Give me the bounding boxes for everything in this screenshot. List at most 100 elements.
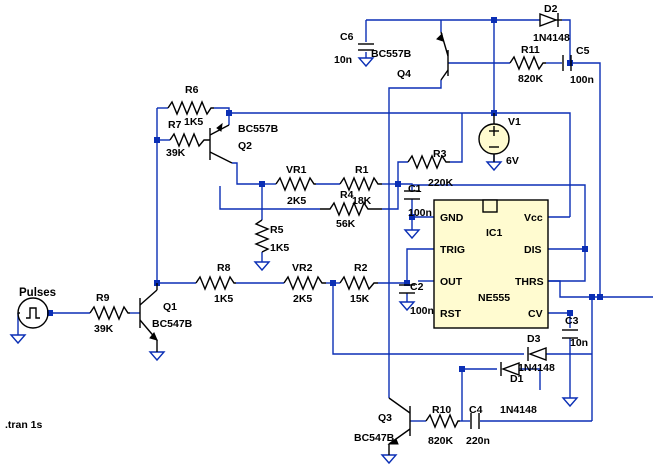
ground-symbols — [9, 57, 579, 465]
wire — [572, 62, 601, 299]
label-c3-ref: C3 — [565, 315, 579, 327]
label-pin-rst: RST — [440, 308, 462, 320]
junction-dot — [582, 246, 588, 252]
wire — [397, 161, 408, 184]
label-pin-dis: DIS — [524, 244, 542, 256]
label-q3-value: BC547B — [354, 432, 395, 444]
diode-d2 — [539, 12, 562, 28]
label-r6-value: 1K5 — [184, 116, 203, 128]
ground-icon — [253, 261, 271, 272]
label-ic1-ref: IC1 — [486, 227, 503, 239]
resistor-r10 — [425, 413, 460, 429]
resistor-r9 — [89, 305, 130, 321]
label-c2-ref: C2 — [410, 281, 424, 293]
label-d3-ref: D3 — [527, 333, 541, 345]
junction-dot — [459, 366, 465, 372]
wire — [519, 368, 541, 390]
label-pin-vcc: Vcc — [524, 212, 543, 224]
transistor-q2 — [209, 122, 233, 164]
ic-body — [433, 199, 549, 329]
label-c4-value: 220n — [466, 435, 490, 447]
transistor-q1 — [139, 283, 158, 352]
wire — [494, 112, 571, 217]
junction-dot — [404, 280, 410, 286]
ground-icon — [403, 229, 421, 240]
label-pin-gnd: GND — [440, 212, 464, 224]
battery-v1 — [478, 113, 510, 162]
resistor-r2 — [339, 275, 378, 291]
ground-icon — [485, 161, 503, 172]
junction-dot — [259, 181, 265, 187]
resistor-r4 — [320, 201, 382, 217]
junction-dot — [47, 310, 53, 316]
wire — [548, 280, 653, 298]
capacitor-c4 — [470, 413, 480, 429]
label-q3-ref: Q3 — [378, 412, 392, 424]
label-r5-ref: R5 — [270, 224, 284, 236]
capacitor-c5 — [562, 55, 572, 71]
label-r7-value: 39K — [166, 147, 186, 159]
wire — [332, 283, 524, 355]
transistor-q4 — [436, 31, 449, 81]
spice-directive: .tran 1s — [5, 419, 43, 431]
junction-dot — [395, 181, 401, 187]
label-r2-ref: R2 — [354, 262, 368, 274]
transistor-q3 — [387, 397, 411, 455]
label-r8-value: 1K5 — [214, 293, 233, 305]
label-pin-thrs: THRS — [515, 276, 544, 288]
label-d1-value: 1N4148 — [500, 404, 537, 416]
junction-dot — [491, 17, 497, 23]
label-q4-value: BC557B — [371, 48, 412, 60]
diode-d3 — [527, 346, 547, 362]
label-c5-value: 100n — [570, 74, 594, 86]
capacitor-c1 — [404, 190, 420, 200]
label-r3-ref: R3 — [433, 148, 447, 160]
label-d1-ref: D1 — [510, 373, 524, 385]
junction-dot — [330, 280, 336, 286]
label-r11-value: 820K — [518, 73, 544, 85]
label-q4-ref: Q4 — [397, 68, 411, 80]
label-c5-ref: C5 — [576, 45, 590, 57]
label-c2-value: 100n — [410, 305, 434, 317]
pulse-source — [17, 297, 49, 329]
ic-notch — [482, 199, 498, 213]
label-v1-ref: V1 — [508, 116, 521, 128]
wire — [548, 249, 586, 282]
wire — [232, 162, 262, 185]
label-r4-ref: R4 — [340, 189, 354, 201]
ground-icon — [561, 397, 579, 408]
label-c6-ref: C6 — [340, 31, 354, 43]
label-d2-value: 1N4148 — [533, 32, 570, 44]
resistor-r3 — [407, 154, 450, 170]
label-q2-ref: Q2 — [238, 140, 252, 152]
label-c1-ref: C1 — [408, 183, 422, 195]
label-vr2-ref: VR2 — [292, 262, 313, 274]
label-ic1-value: NE555 — [478, 292, 510, 304]
label-r10-ref: R10 — [432, 404, 451, 416]
label-pin-cv: CV — [528, 308, 543, 320]
label-r5-value: 1K5 — [270, 242, 289, 254]
label-r8-ref: R8 — [217, 262, 231, 274]
wire — [382, 184, 399, 210]
resistor-r8 — [195, 275, 236, 291]
capacitor-c3 — [562, 329, 578, 339]
junction-dot — [597, 294, 603, 300]
label-q1-value: BC547B — [152, 318, 193, 330]
capacitor-c2 — [399, 284, 415, 294]
ground-icon — [380, 454, 398, 465]
wires — [17, 19, 653, 422]
junction-dot — [567, 310, 573, 316]
label-r1-ref: R1 — [355, 164, 369, 176]
resistor-vr2 — [283, 275, 326, 291]
wire — [219, 186, 320, 210]
label-q1-ref: Q1 — [163, 301, 177, 313]
junction-dot — [154, 137, 160, 143]
label-pin-trig: TRIG — [440, 244, 465, 256]
label-vr1-value: 2K5 — [287, 195, 306, 207]
resistor-r5 — [254, 219, 270, 253]
label-r9-ref: R9 — [96, 292, 110, 304]
label-c4-ref: C4 — [469, 404, 483, 416]
resistor-r6 — [167, 100, 214, 116]
wire — [562, 19, 571, 63]
label-r9-value: 39K — [94, 323, 114, 335]
